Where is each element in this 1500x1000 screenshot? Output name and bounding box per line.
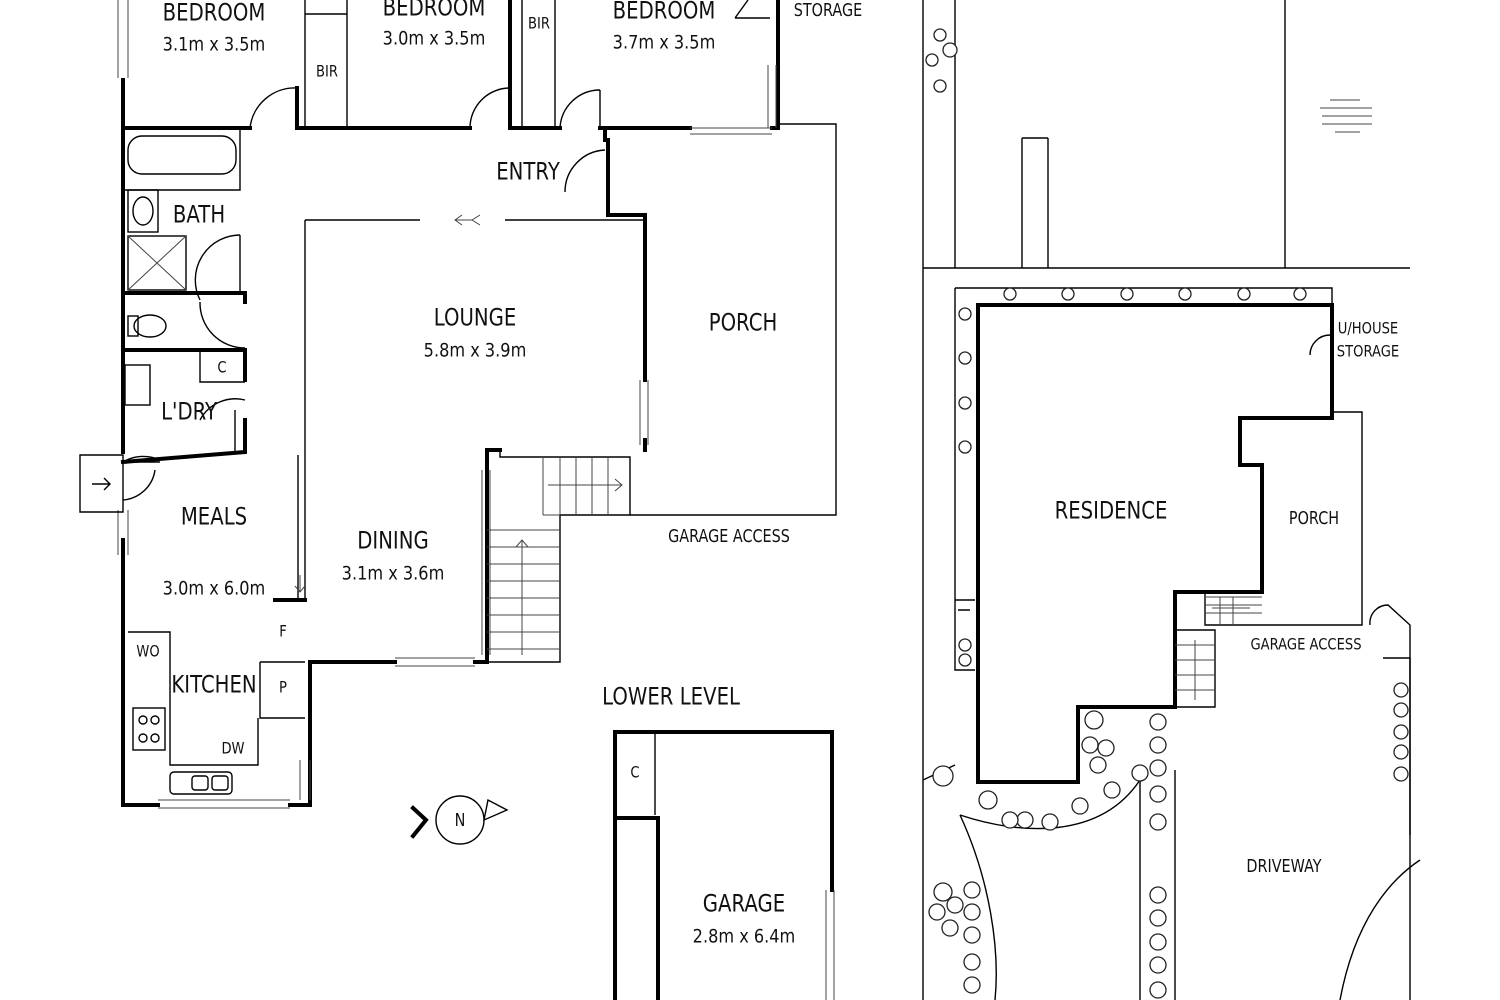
dishwasher-label: DW bbox=[221, 739, 244, 758]
bedroom-1-size: 3.1m x 3.5m bbox=[163, 34, 266, 56]
site-porch-label: PORCH bbox=[1289, 507, 1339, 528]
wall-oven-label: WO bbox=[136, 642, 159, 661]
kitchen-label: KITCHEN bbox=[171, 672, 256, 699]
meals-size: 3.0m x 6.0m bbox=[163, 578, 266, 600]
stairs bbox=[294, 214, 631, 663]
tree-markers bbox=[925, 28, 1409, 999]
bedroom-3-label: BEDROOM bbox=[613, 0, 716, 25]
meals-label: MEALS bbox=[181, 504, 247, 531]
bedroom-3-size: 3.7m x 3.5m bbox=[613, 32, 716, 54]
porch-label: PORCH bbox=[709, 310, 778, 337]
pantry-label: P bbox=[279, 678, 287, 697]
site-plan bbox=[922, 0, 1421, 1000]
room-labels: BEDROOM 3.1m x 3.5m BEDROOM 3.0m x 3.5m … bbox=[136, 0, 862, 948]
bir-2-label: BIR bbox=[528, 14, 550, 33]
storage-label: STORAGE bbox=[794, 0, 862, 20]
fixtures bbox=[124, 135, 237, 795]
bedroom-1-label: BEDROOM bbox=[163, 0, 266, 27]
site-labels: U/HOUSE STORAGE RESIDENCE PORCH GARAGE A… bbox=[1055, 319, 1400, 876]
bir-1-label: BIR bbox=[316, 62, 338, 81]
underhouse-storage-line2: STORAGE bbox=[1337, 342, 1399, 361]
dining-label: DINING bbox=[357, 528, 428, 555]
garage-cupboard-label: C bbox=[630, 763, 639, 782]
site-garage-access-label: GARAGE ACCESS bbox=[1250, 635, 1361, 654]
north-arrow-icon: N bbox=[410, 795, 509, 845]
lounge-size: 5.8m x 3.9m bbox=[424, 340, 527, 362]
north-label: N bbox=[455, 809, 466, 830]
fridge-label: F bbox=[279, 622, 287, 641]
doors bbox=[79, 0, 770, 513]
dining-size: 3.1m x 3.6m bbox=[342, 563, 445, 585]
lower-level-label: LOWER LEVEL bbox=[602, 684, 740, 711]
porch-outline bbox=[630, 123, 837, 516]
cupboard-label: C bbox=[217, 358, 226, 377]
underhouse-storage-line1: U/HOUSE bbox=[1338, 319, 1398, 338]
garage-access-label: GARAGE ACCESS bbox=[668, 525, 790, 546]
garage-walls bbox=[613, 730, 835, 1000]
bedroom-2-label: BEDROOM bbox=[383, 0, 486, 22]
bedroom-2-size: 3.0m x 3.5m bbox=[383, 28, 486, 50]
residence-label: RESIDENCE bbox=[1055, 498, 1168, 525]
garage-label: GARAGE bbox=[703, 891, 785, 918]
windows bbox=[117, 0, 777, 809]
driveway-label: DRIVEWAY bbox=[1246, 855, 1321, 876]
bath-label: BATH bbox=[173, 202, 225, 229]
entry-label: ENTRY bbox=[496, 159, 560, 186]
lounge-label: LOUNGE bbox=[434, 305, 517, 332]
garage-size: 2.8m x 6.4m bbox=[693, 926, 796, 948]
laundry-label: L'DRY bbox=[161, 399, 217, 426]
